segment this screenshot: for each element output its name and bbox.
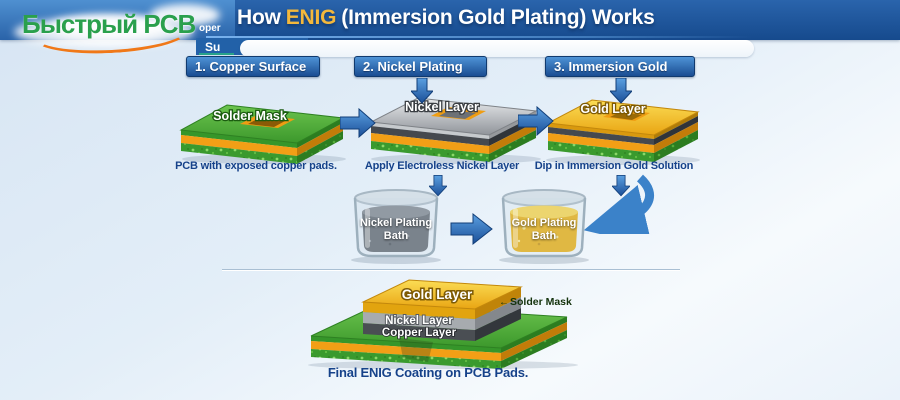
- final-solder-mask-label: Solder Mask: [510, 296, 572, 308]
- step-2-header: 2. Nickel Plating: [354, 56, 487, 77]
- arrow-down-icon: [610, 78, 632, 104]
- brand-logo: Быстрый PCB: [4, 1, 209, 58]
- cloud-decoration: [14, 17, 194, 47]
- arrow-down-icon: [411, 78, 433, 104]
- solder-mask-arrow: ←: [499, 297, 509, 308]
- final-copper-layer-label: Copper Layer: [382, 327, 457, 339]
- final-board-illustration: Gold Layer Nickel Layer Copper Layer ← S…: [308, 279, 578, 369]
- step-1-caption: PCB with exposed copper pads.: [175, 160, 337, 172]
- step-1-header: 1. Copper Surface: [186, 56, 320, 77]
- final-nickel-layer-label: Nickel Layer: [385, 315, 453, 327]
- pcb-step1-illustration: Solder Mask: [179, 104, 346, 164]
- subtitle-artifact-underline: [199, 53, 234, 55]
- step-2-caption: Apply Electroless Nickel Layer: [364, 160, 520, 172]
- arrow-right-icon: [518, 106, 554, 136]
- gold-bath-beaker: Gold Plating Bath: [494, 186, 594, 264]
- final-gold-layer-label: Gold Layer: [402, 287, 473, 302]
- beaker-glass: [499, 189, 589, 264]
- gold-bath-label: Gold Plating Bath: [511, 217, 577, 242]
- header-artifact-text: oper: [199, 23, 221, 34]
- title-highlight-enig: ENIG: [285, 6, 337, 29]
- nickel-bath-label: Nickel Plating Bath: [359, 217, 433, 242]
- pcb-step2-illustration: Nickel Layer: [369, 97, 541, 164]
- arrow-right-icon: [450, 212, 493, 246]
- title-prefix: How: [237, 6, 281, 29]
- separator-line: [222, 269, 680, 270]
- final-caption: Final ENIG Coating on PCB Pads.: [327, 365, 529, 380]
- step-3-caption: Dip in Immersion Gold Solution: [534, 160, 694, 172]
- gold-layer-label: Gold Layer: [580, 102, 645, 116]
- nickel-layer-label: Nickel Layer: [405, 100, 479, 114]
- curved-arrow-icon: [583, 174, 654, 234]
- arrow-right-icon: [340, 108, 376, 138]
- title-suffix: (Immersion Gold Plating) Works: [341, 6, 655, 29]
- subtitle-cover-box: [240, 40, 754, 57]
- logo-text: Быстрый PCB: [22, 9, 196, 39]
- pcb-step3-illustration: Gold Layer: [546, 99, 700, 165]
- title-underline: [206, 36, 752, 38]
- arrow-down-icon: [429, 175, 447, 197]
- solder-mask-label: Solder Mask: [213, 109, 287, 123]
- step-3-header: 3. Immersion Gold: [545, 56, 695, 77]
- subtitle-artifact-text: Su: [205, 40, 221, 54]
- beaker-glass: [351, 189, 441, 264]
- nickel-bath-beaker: Nickel Plating Bath: [346, 186, 446, 264]
